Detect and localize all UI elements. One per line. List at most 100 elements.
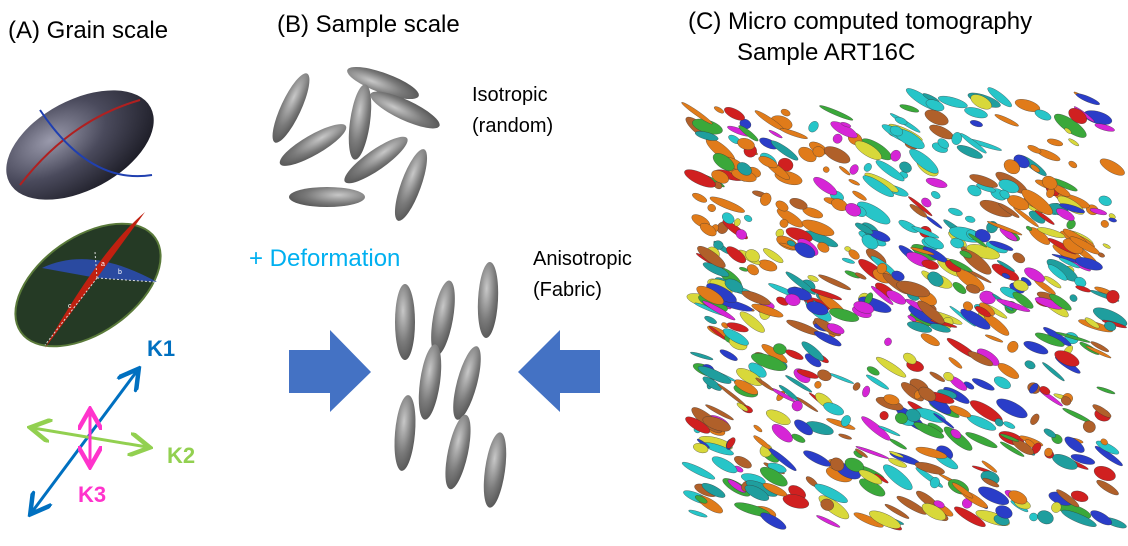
ct-particle [1085, 345, 1112, 359]
ct-particle [862, 385, 871, 398]
grain [272, 73, 310, 143]
ct-particle [969, 120, 983, 128]
ct-particle [753, 424, 763, 433]
ct-particle [751, 353, 787, 371]
ct-particle [1056, 208, 1075, 221]
ct-particle [780, 128, 808, 139]
ct-particle [855, 448, 868, 458]
ct-particle [1030, 413, 1040, 425]
ct-particle [763, 248, 784, 263]
ct-particle [738, 125, 759, 142]
isotropic-label: Isotropic [472, 84, 548, 106]
grain [445, 414, 471, 490]
ct-particle [1054, 350, 1080, 367]
ct-particle [827, 323, 845, 335]
ct-particle [1044, 275, 1062, 289]
ct-particle [1042, 362, 1065, 382]
ct-particle [845, 203, 862, 217]
ct-particle [998, 203, 1020, 218]
ct-particle [722, 212, 735, 224]
ct-particle [699, 222, 717, 237]
ct-particle [855, 446, 889, 459]
ct-particle [734, 456, 752, 469]
ct-particle [755, 377, 774, 391]
ct-particle [852, 382, 861, 391]
ct-particle [967, 184, 982, 197]
ct-particle [737, 162, 752, 176]
grain [394, 149, 428, 221]
ct-particle [705, 404, 734, 421]
ct-particle [948, 207, 963, 216]
ct-particle [711, 170, 729, 184]
ct-particle [830, 457, 845, 472]
ct-particle [853, 301, 874, 314]
ct-particle [951, 132, 963, 145]
ct-particle [814, 381, 822, 389]
ct-particle [931, 191, 941, 199]
ct-particle [785, 349, 804, 360]
ct-particle [907, 321, 933, 333]
ct-particle [949, 405, 972, 418]
ct-particle [810, 288, 842, 301]
ct-particle [889, 451, 904, 458]
ct-particle [737, 138, 755, 150]
ct-particle [861, 416, 891, 441]
k3-label: K3 [78, 482, 106, 507]
ct-particle [1070, 490, 1089, 502]
ct-particle [1029, 512, 1038, 522]
grain [418, 344, 442, 420]
ct-particle [933, 413, 955, 429]
ct-particle [923, 236, 944, 250]
ct-particle [1012, 252, 1026, 264]
ct-particle [1069, 236, 1100, 255]
compression-arrow-left [289, 330, 371, 412]
ct-particle [760, 512, 787, 530]
ct-particle [1066, 219, 1076, 230]
ct-particle [785, 293, 801, 306]
ct-particle [911, 226, 940, 239]
ct-particle [854, 140, 882, 160]
ct-particle [883, 394, 900, 405]
ct-particle [937, 95, 968, 109]
ct-particle [722, 328, 749, 346]
ct-particle [853, 512, 884, 528]
ct-particle [1084, 317, 1100, 329]
ct-particle [726, 322, 749, 333]
ct-particle [943, 372, 954, 382]
ct-particle [1007, 341, 1019, 353]
ct-particle [1027, 145, 1042, 154]
ct-particle [770, 140, 799, 161]
ct-particle [871, 285, 894, 305]
ct-particle [1108, 217, 1117, 223]
ct-particle [681, 102, 713, 125]
ct-particle [1003, 421, 1016, 429]
ct-particle [965, 215, 976, 223]
ct-particle [879, 411, 889, 421]
ct-particle [1093, 466, 1116, 481]
grain [453, 346, 481, 420]
ct-particle [857, 201, 891, 225]
ct-particle [890, 149, 901, 162]
ct-particle [948, 357, 963, 369]
ct-particle [702, 376, 722, 391]
ct-particle [986, 221, 1023, 236]
ct-particle [785, 227, 813, 243]
ct-particle [724, 278, 744, 293]
ct-particle [898, 220, 919, 233]
ct-particle [1092, 404, 1112, 418]
ct-particle [806, 301, 829, 316]
ct-particle [789, 198, 808, 210]
ct-particle [907, 315, 917, 322]
ct-particle [1021, 189, 1053, 215]
ct-particle [712, 153, 735, 171]
ct-particle [1034, 210, 1055, 225]
ct-particle [952, 282, 967, 294]
ct-particle [739, 267, 749, 272]
ct-particle [888, 458, 907, 468]
ct-particle [841, 257, 855, 264]
ct-particle [896, 280, 930, 298]
ct-particle [925, 177, 948, 188]
ct-particle [796, 397, 819, 412]
ct-particle [817, 369, 832, 382]
ct-particle [972, 378, 995, 391]
